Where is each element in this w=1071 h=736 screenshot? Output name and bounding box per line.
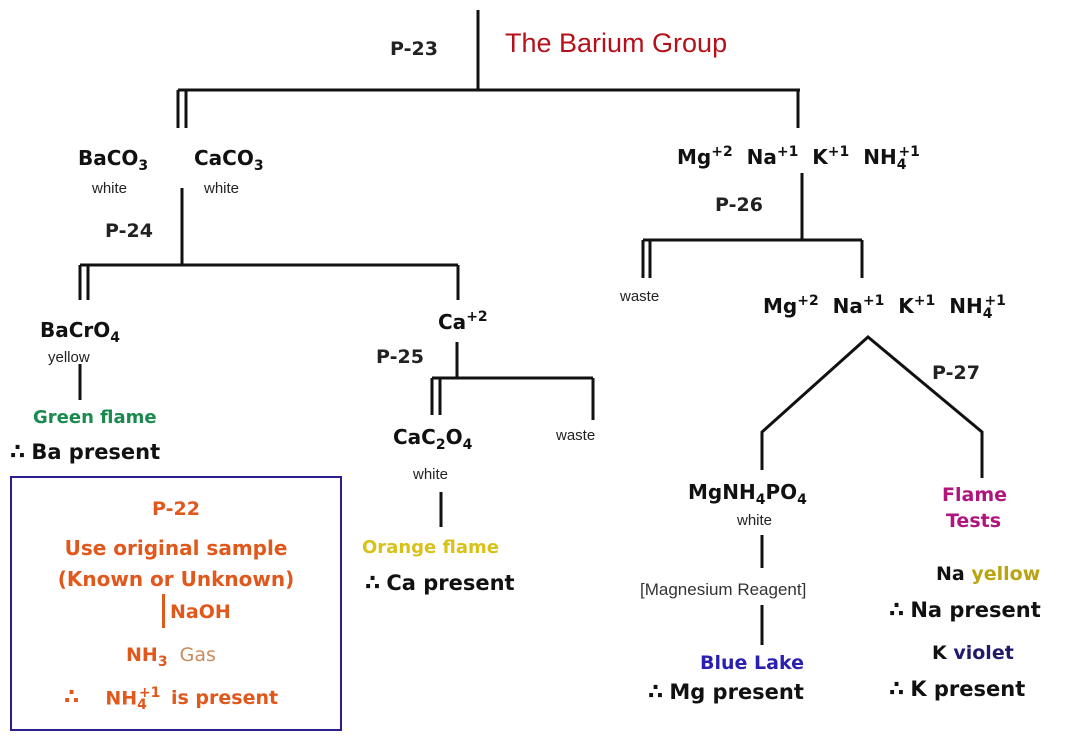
- ion-na: Na+1: [832, 293, 885, 318]
- ion-nh4: NH4+1: [949, 293, 1006, 322]
- naoh-arrow-line: [162, 594, 165, 628]
- p22-step-label: P-22: [152, 498, 200, 520]
- caco3-formula: CaCO3: [194, 146, 264, 174]
- bacro4-color: yellow: [48, 349, 90, 366]
- caco3-color: white: [204, 180, 240, 197]
- k-present-conclusion: ∴K present: [889, 677, 1026, 702]
- step-p24: P-24: [105, 220, 153, 242]
- mgnh4po4-color: white: [737, 512, 773, 529]
- cac2o4-color: white: [413, 466, 449, 483]
- step-p27: P-27: [932, 362, 980, 384]
- naoh-reagent: NaOH: [170, 601, 231, 623]
- ion-k: K+1: [898, 293, 936, 318]
- ion-na: Na+1: [746, 144, 799, 169]
- ions-mid: Mg+2 Na+1 K+1 NH4+1: [763, 294, 1006, 321]
- diagram-title: The Barium Group: [505, 28, 728, 58]
- magnesium-reagent-label: [Magnesium Reagent]: [640, 580, 807, 599]
- mg-present-conclusion: ∴Mg present: [648, 680, 804, 705]
- p22-line2: (Known or Unknown): [57, 567, 295, 591]
- na-present-conclusion: ∴Na present: [889, 598, 1041, 623]
- step-p26: P-26: [715, 194, 763, 216]
- baco3-formula: BaCO3: [78, 146, 149, 174]
- ba-present-conclusion: ∴Ba present: [10, 440, 161, 465]
- nh4-present-conclusion: ∴NH4+1 is present: [64, 685, 279, 714]
- ca-ion: Ca+2: [438, 309, 488, 334]
- p22-line1: Use original sample: [64, 536, 288, 560]
- ion-nh4: NH4+1: [863, 144, 920, 173]
- bacro4-formula: BaCrO4: [40, 318, 121, 346]
- baco3-color: white: [92, 180, 128, 197]
- right-waste-label: waste: [620, 288, 660, 305]
- step-p25: P-25: [376, 346, 424, 368]
- nh3-gas: NH3 Gas: [126, 644, 216, 670]
- na-flame-result: Na yellow: [936, 563, 1041, 585]
- ion-mg: Mg+2: [763, 293, 819, 318]
- k-flame-result: K violet: [932, 642, 1014, 664]
- ions-top: Mg+2 Na+1 K+1 NH4+1: [677, 145, 920, 172]
- ca-present-conclusion: ∴Ca present: [365, 571, 515, 596]
- blue-lake-label: Blue Lake: [700, 652, 804, 674]
- ion-mg: Mg+2: [677, 144, 733, 169]
- flame-tests-label-1: Flame: [942, 484, 1007, 506]
- mgnh4po4-formula: MgNH4PO4: [688, 480, 807, 508]
- cac2o4-formula: CaC2O4: [393, 425, 473, 453]
- green-flame-label: Green flame: [33, 407, 157, 428]
- p22-sample-box: P-22 Use original sample (Known or Unkno…: [10, 476, 342, 731]
- flame-tests-label-2: Tests: [946, 510, 1002, 532]
- orange-flame-label: Orange flame: [362, 537, 499, 558]
- step-p23: P-23: [390, 38, 438, 60]
- ion-k: K+1: [812, 144, 850, 169]
- ca-waste-label: waste: [556, 427, 596, 444]
